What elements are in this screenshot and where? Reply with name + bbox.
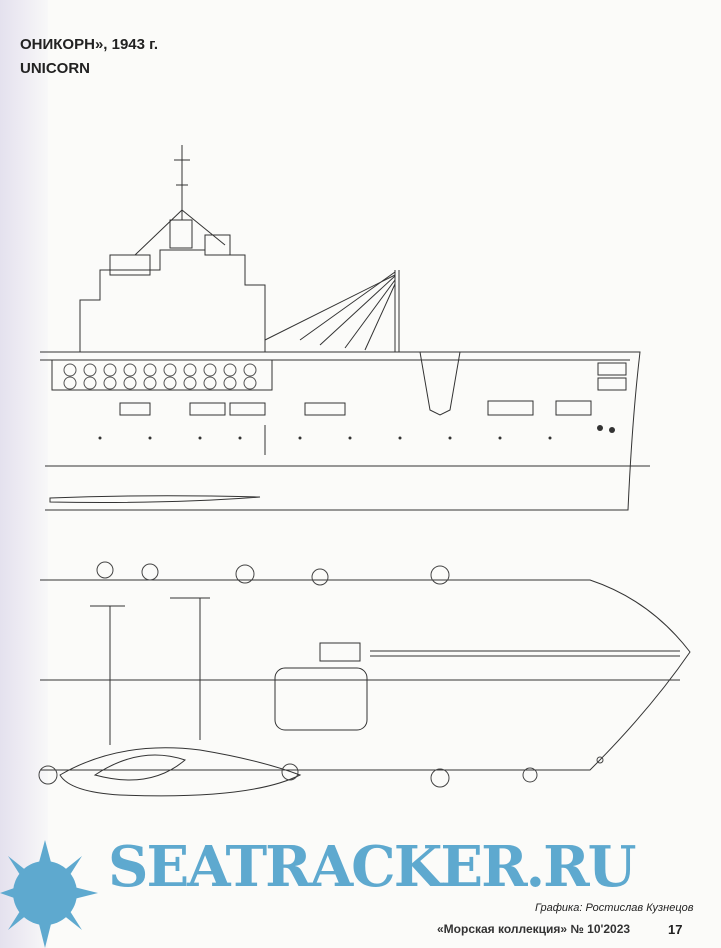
page-binding-shadow	[0, 0, 48, 948]
drawing-subtitle: UNICORN	[20, 60, 90, 77]
watermark-text: SEATRACKER.RU	[108, 834, 637, 900]
page-number: 17	[668, 922, 683, 937]
graphics-credit: Графика: Ростислав Кузнецов	[535, 902, 694, 914]
side-profile	[40, 145, 650, 511]
watermark-sun-logo	[0, 840, 98, 948]
drawing-title: ОНИКОРН», 1943 г.	[20, 36, 159, 53]
magazine-footer: «Морская коллекция» № 10'2023	[437, 922, 631, 936]
plan-view	[38, 561, 691, 797]
